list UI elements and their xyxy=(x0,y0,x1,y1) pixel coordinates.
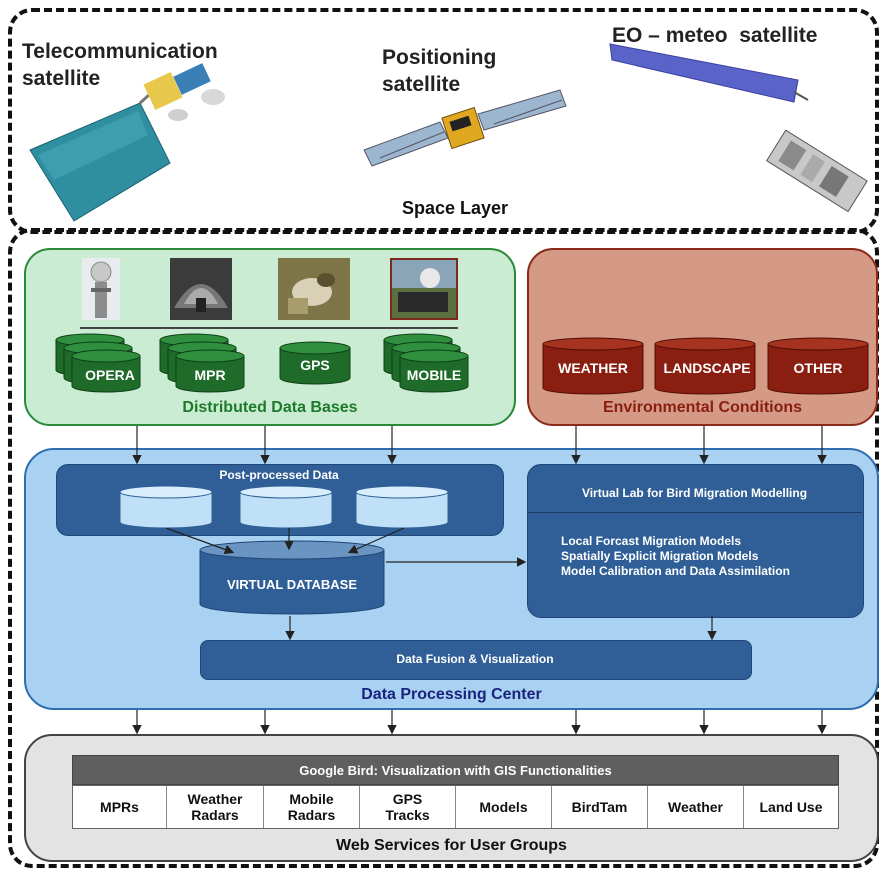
service-birdtam-label: BirdTam xyxy=(571,799,628,815)
post-processed-cylinder-1 xyxy=(239,491,333,529)
gps-bird-photo xyxy=(278,258,350,320)
service-weather-label: Weather xyxy=(668,799,723,815)
db-cylinder-opera-2-top xyxy=(71,349,141,363)
radar-dome-photo xyxy=(170,258,232,320)
db-cylinder-mpr-2 xyxy=(175,355,245,393)
virtual-lab-title: Virtual Lab for Bird Migration Modelling xyxy=(581,486,808,500)
photo-separator-line xyxy=(80,327,458,329)
service-land-use-label: Land Use xyxy=(759,799,823,815)
db-cylinder-mpr-2-top xyxy=(175,349,245,363)
positioning-satellite-label: Positioning satellite xyxy=(382,44,496,98)
db-gps-label: GPS xyxy=(300,357,330,373)
telecom-line-1: Telecommunication xyxy=(22,40,218,63)
service-models-label: Models xyxy=(479,799,528,815)
service-mprs: MPRs xyxy=(73,786,167,828)
service-weather-radars-line2: Radars xyxy=(191,807,239,823)
eo-meteo-satellite-image xyxy=(609,43,868,213)
virtual-database-label: VIRTUAL DATABASE xyxy=(227,577,357,592)
positioning-satellite-image xyxy=(363,89,567,167)
post-processed-cylinders xyxy=(119,485,449,529)
google-bird-header-label: Google Bird: Visualization with GIS Func… xyxy=(299,763,612,778)
db-cylinder-gps xyxy=(279,347,351,385)
db-cylinder-mobile-2 xyxy=(399,355,469,393)
mobile-radar-photo xyxy=(390,258,458,320)
env-other-label: OTHER xyxy=(793,360,843,376)
service-weather-radars-line1: Weather xyxy=(187,791,243,807)
radar-tower-photo xyxy=(82,258,120,320)
environment-cylinders xyxy=(542,337,869,395)
service-birdtam: BirdTam xyxy=(552,786,648,828)
environmental-conditions-title: Environmental Conditions xyxy=(602,399,803,416)
post-processed-cylinder-1-top xyxy=(239,485,333,499)
post-processed-data-title: Post-processed Data xyxy=(219,468,339,482)
model-list: Local Forcast Migration Models Spatially… xyxy=(561,534,790,579)
model-item-spatially-explicit: Spatially Explicit Migration Models xyxy=(561,549,759,563)
env-cylinder-2-top xyxy=(767,337,869,351)
service-models: Models xyxy=(456,786,552,828)
env-cylinder-1 xyxy=(654,343,756,395)
distributed-db-cylinders xyxy=(55,333,469,393)
db-mobile-label: MOBILE xyxy=(406,367,462,383)
db-cylinder-gps-top xyxy=(279,341,351,355)
data-fusion-bar xyxy=(200,640,752,680)
model-item-local-forcast: Local Forcast Migration Models xyxy=(561,534,742,548)
positioning-line-2: satellite xyxy=(382,73,461,96)
service-mobile-radars-line1: Mobile xyxy=(289,791,334,807)
env-cylinder-1-top xyxy=(654,337,756,351)
positioning-line-1: Positioning xyxy=(382,46,497,69)
post-processed-cylinder-0-top xyxy=(119,485,213,499)
post-processed-cylinder-0 xyxy=(119,491,213,529)
eo-meteo-satellite-label: EO – meteo satellite xyxy=(612,24,818,47)
service-gps-tracks-line1: GPS xyxy=(392,791,423,807)
data-fusion-label: Data Fusion & Visualization xyxy=(396,652,554,666)
telecom-satellite-image xyxy=(29,63,225,222)
arrow-pp-3 xyxy=(347,527,405,554)
model-item-calibration: Model Calibration and Data Assimilation xyxy=(561,564,790,578)
service-gps-tracks-line2: Tracks xyxy=(385,807,430,823)
env-cylinder-0-top xyxy=(542,337,644,351)
data-processing-center-title: Data Processing Center xyxy=(361,686,542,703)
arrow-pp-1 xyxy=(165,527,235,555)
telecom-line-2: satellite xyxy=(22,67,101,90)
env-cylinder-2 xyxy=(767,343,869,395)
post-processed-cylinder-2 xyxy=(355,491,449,529)
service-land-use: Land Use xyxy=(744,786,838,828)
service-mprs-label: MPRs xyxy=(100,799,139,815)
db-opera-label: OPERA xyxy=(85,367,135,383)
environmental-conditions-panel xyxy=(527,248,878,426)
db-mpr-label: MPR xyxy=(194,367,226,383)
telecom-satellite-label: Telecommunication satellite xyxy=(22,38,218,92)
space-layer-title: Space Layer xyxy=(402,198,509,218)
virtual-database-cylinder xyxy=(199,540,385,615)
service-weather: Weather xyxy=(648,786,744,828)
virtual-lab-box xyxy=(527,464,864,618)
env-weather-label: WEATHER xyxy=(558,360,628,376)
post-processed-cylinder-2-top xyxy=(355,485,449,499)
distributed-data-bases-title: Distributed Data Bases xyxy=(182,399,358,416)
web-services-title: Web Services for User Groups xyxy=(336,837,567,854)
google-bird-header xyxy=(72,755,839,785)
db-cylinder-mobile-2-top xyxy=(399,349,469,363)
service-mobile-radars-line2: Radars xyxy=(287,807,336,823)
virtual-lab-divider xyxy=(527,512,862,513)
env-landscape-label: LANDSCAPE xyxy=(663,360,751,376)
env-cylinder-0 xyxy=(542,343,644,395)
db-cylinder-opera-2 xyxy=(71,355,141,393)
space-layer-frame xyxy=(8,8,879,234)
